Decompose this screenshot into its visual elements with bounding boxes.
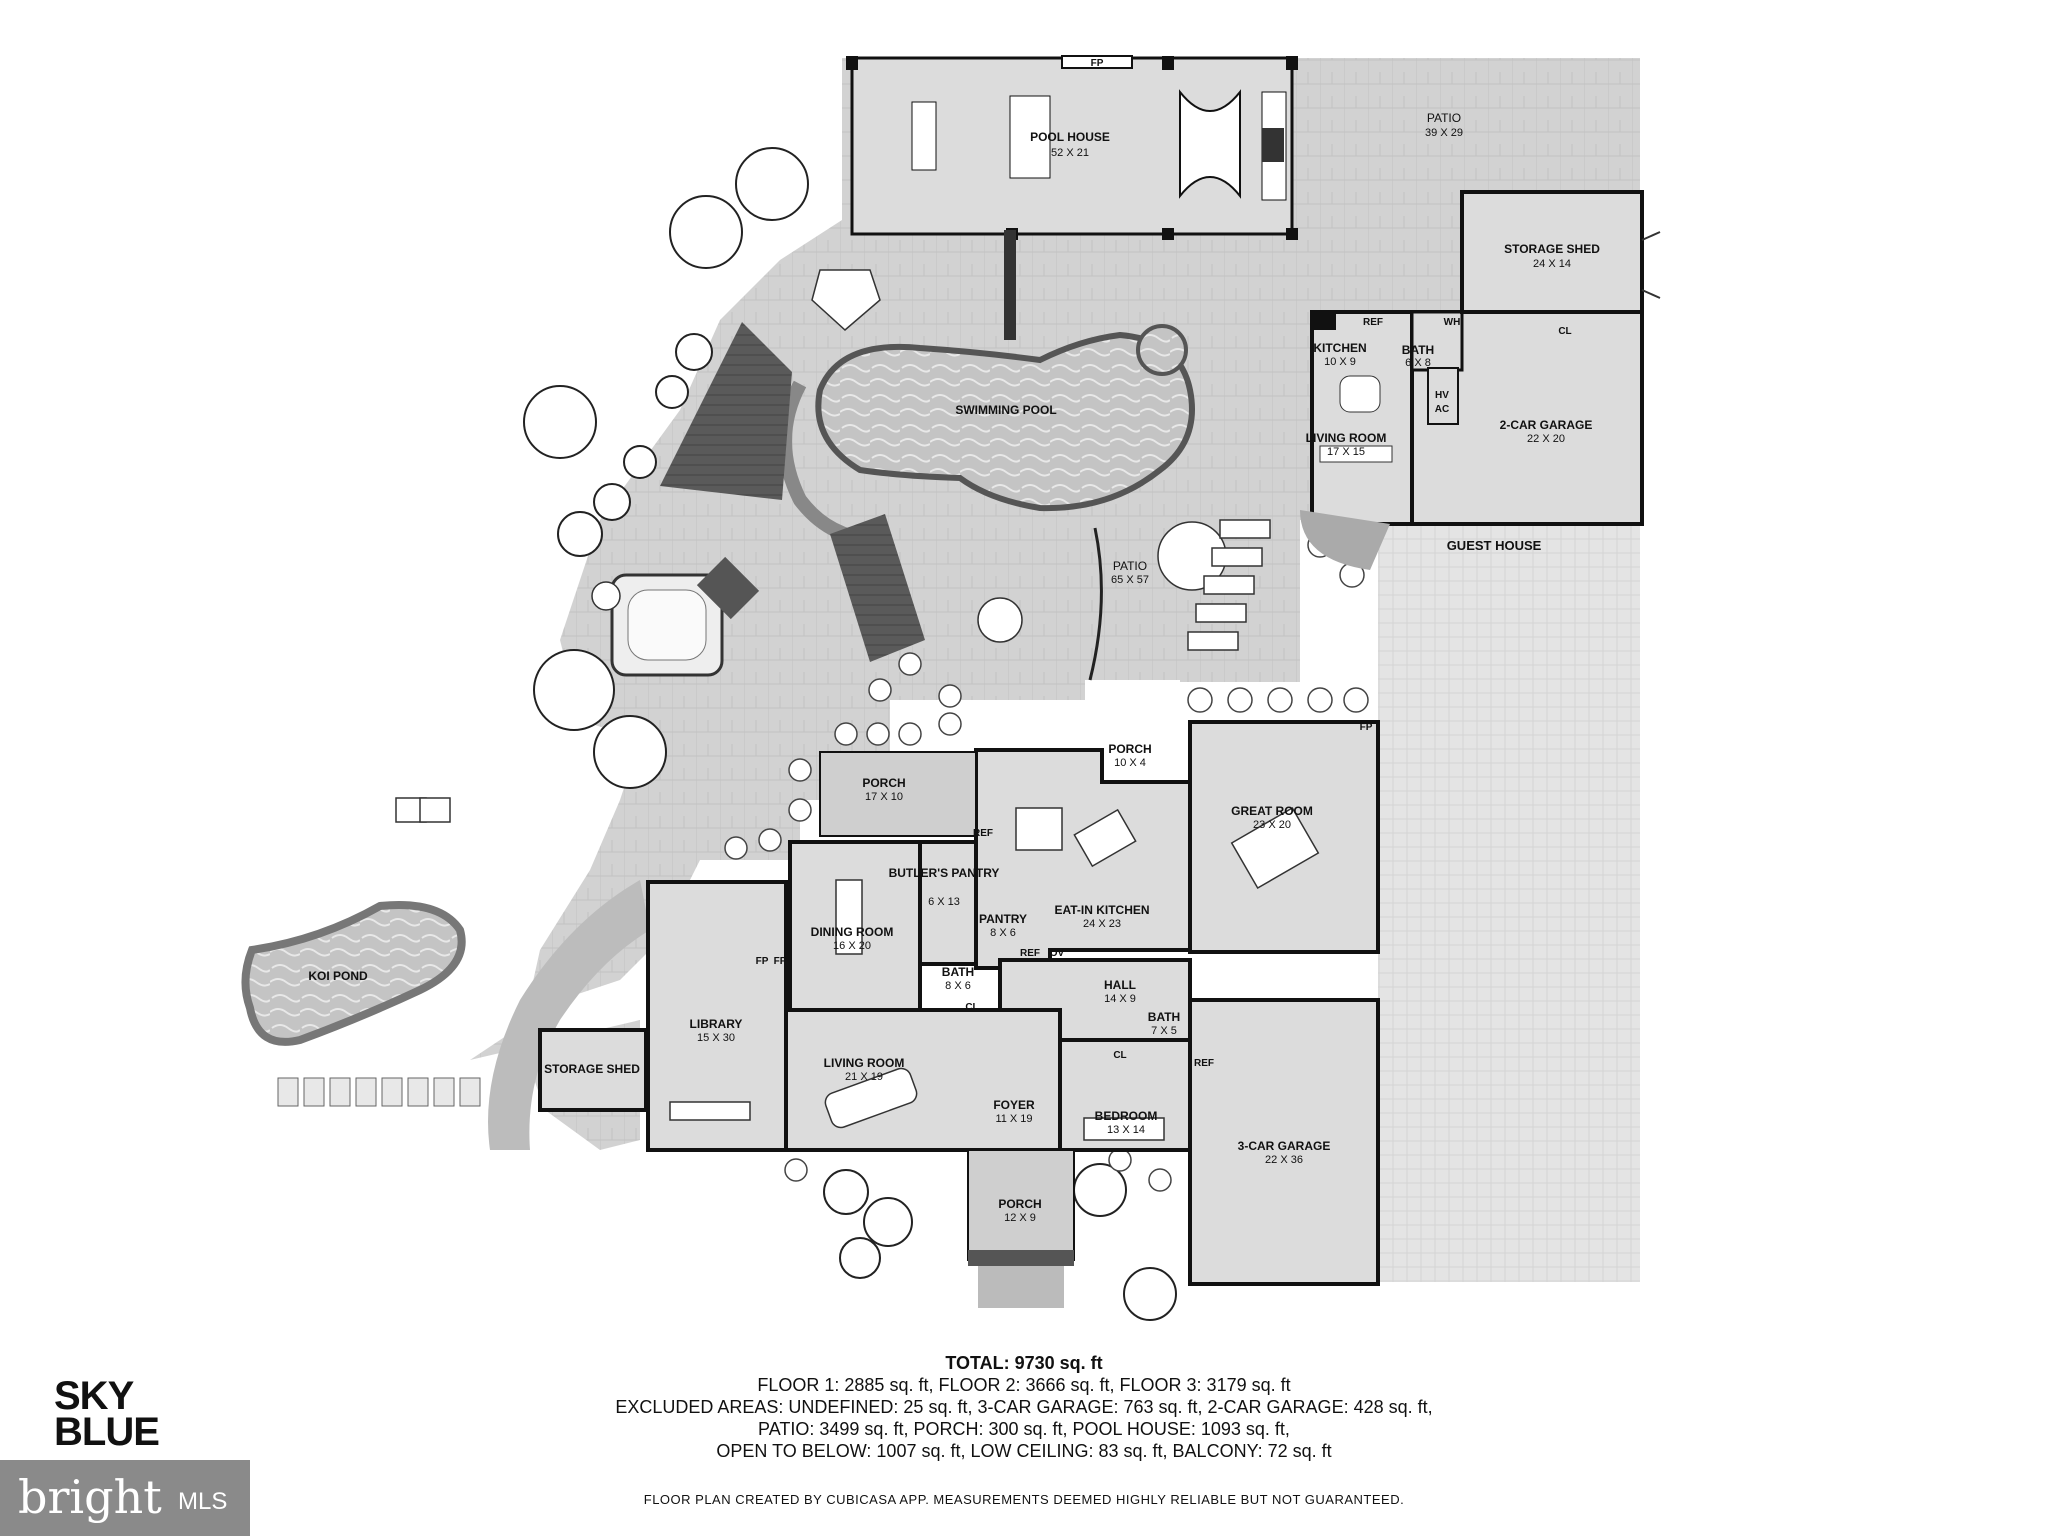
dim-butlers-pantry: 6 X 13: [928, 896, 960, 908]
tag-fp-living: FP: [774, 956, 787, 967]
dim-patio-mid: 65 X 57: [1111, 574, 1149, 586]
logo-sky-word: SKY: [54, 1374, 134, 1418]
hot-tub: [610, 556, 760, 677]
tag-cl-bedroom: CL: [1113, 1050, 1126, 1061]
tag-fp-library: FP: [756, 956, 769, 967]
label-porch-small: PORCH: [1108, 742, 1151, 756]
trees: [523, 147, 1177, 1321]
interior-furniture: [669, 806, 1320, 1141]
dim-pool-house: 52 X 21: [1051, 147, 1089, 159]
label-porch-front: PORCH: [998, 1197, 1041, 1211]
patio-furniture: [395, 269, 1271, 823]
dim-bedroom: 13 X 14: [1107, 1124, 1145, 1136]
sky-blue-logo: SKY BLUE: [54, 1374, 160, 1454]
dim-garage2: 22 X 20: [1527, 433, 1565, 445]
decks: [660, 322, 925, 662]
label-koi-pond: KOI POND: [308, 969, 368, 983]
label-great-room: GREAT ROOM: [1231, 804, 1313, 818]
tag-hv-gh: HV: [1435, 390, 1449, 401]
dim-foyer: 11 X 19: [995, 1113, 1032, 1125]
total-line-patio: PATIO: 3499 sq. ft, PORCH: 300 sq. ft, P…: [758, 1419, 1290, 1439]
tag-fp-pool-house: FP: [1091, 58, 1104, 69]
dim-storage-shed-top: 24 X 14: [1533, 258, 1571, 270]
label-pantry: PANTRY: [979, 912, 1027, 926]
label-pool-house: POOL HOUSE: [1030, 130, 1110, 144]
dim-porch-front: 12 X 9: [1004, 1212, 1036, 1224]
total-line-open: OPEN TO BELOW: 1007 sq. ft, LOW CEILING:…: [716, 1441, 1332, 1461]
dim-patio-top: 39 X 29: [1425, 127, 1463, 139]
dim-dining-room: 16 X 20: [833, 940, 871, 952]
label-eat-in-kitchen: EAT-IN KITCHEN: [1054, 903, 1149, 917]
logo-mls-word: MLS: [178, 1488, 228, 1515]
dim-bath-gh: 6 X 8: [1405, 357, 1431, 369]
tag-ref-gh: REF: [1363, 317, 1383, 328]
label-porch-main: PORCH: [862, 776, 905, 790]
koi-pond: [241, 901, 481, 1107]
label-living-gh: LIVING ROOM: [1306, 431, 1387, 445]
tag-wh-gh: WH: [1444, 317, 1461, 328]
label-dining-room: DINING ROOM: [811, 925, 894, 939]
dim-pantry: 8 X 6: [990, 927, 1016, 939]
total-line-excluded: EXCLUDED AREAS: UNDEFINED: 25 sq. ft, 3-…: [615, 1397, 1433, 1417]
pool-house: [846, 55, 1298, 340]
label-hall: HALL: [1104, 978, 1136, 992]
dim-porch-small: 10 X 4: [1114, 757, 1146, 769]
logo-bright-word: bright: [18, 1470, 162, 1524]
dim-hall: 14 X 9: [1104, 993, 1136, 1005]
logo-blue-word: BLUE: [54, 1410, 160, 1454]
dim-great-room: 23 X 20: [1253, 819, 1291, 831]
label-foyer: FOYER: [993, 1098, 1035, 1112]
total-line-floors: FLOOR 1: 2885 sq. ft, FLOOR 2: 3666 sq. …: [757, 1375, 1291, 1395]
label-storage-shed-top: STORAGE SHED: [1504, 242, 1600, 256]
label-guest-house: GUEST HOUSE: [1447, 538, 1542, 553]
label-bedroom: BEDROOM: [1095, 1109, 1158, 1123]
bright-mls-logo: bright MLS: [0, 1460, 250, 1536]
label-butlers-pantry: BUTLER'S PANTRY: [889, 866, 1000, 880]
area-totals: TOTAL: 9730 sq. ft FLOOR 1: 2885 sq. ft,…: [0, 1352, 2048, 1462]
tag-cl-gh: CL: [1558, 326, 1571, 337]
label-bath-gh: BATH: [1402, 343, 1434, 357]
label-kitchen-gh: KITCHEN: [1313, 341, 1366, 355]
label-garage2: 2-CAR GARAGE: [1500, 418, 1593, 432]
dim-living-room: 21 X 19: [845, 1071, 883, 1083]
disclaimer: FLOOR PLAN CREATED BY CUBICASA APP. MEAS…: [643, 1492, 1405, 1507]
dim-living-gh: 17 X 15: [1327, 446, 1365, 458]
label-library: LIBRARY: [690, 1017, 743, 1031]
tag-ref-kitchen: REF: [973, 828, 993, 839]
tag-ac-gh: AC: [1435, 404, 1449, 415]
dim-garage3: 22 X 36: [1265, 1154, 1303, 1166]
dim-kitchen-gh: 10 X 9: [1324, 356, 1356, 368]
label-bath-main: BATH: [942, 965, 974, 979]
dim-bath-main: 8 X 6: [945, 980, 971, 992]
dim-bath-small: 7 X 5: [1151, 1025, 1177, 1037]
label-bath-small: BATH: [1148, 1010, 1180, 1024]
room-labels: POOL HOUSE 52 X 21 FP PATIO 39 X 29 STOR…: [308, 58, 1600, 1224]
tag-ref-garage: REF: [1194, 1058, 1214, 1069]
label-patio-mid: PATIO: [1113, 559, 1147, 573]
label-swimming-pool: SWIMMING POOL: [955, 403, 1056, 417]
dim-porch-main: 17 X 10: [865, 791, 903, 803]
tag-ov: OV: [1050, 948, 1065, 959]
total-area: TOTAL: 9730 sq. ft: [945, 1353, 1103, 1373]
tag-ref-pantry: REF: [1020, 948, 1040, 959]
label-living-room: LIVING ROOM: [824, 1056, 905, 1070]
storage-shed-top: [1460, 190, 1661, 314]
label-patio-top: PATIO: [1427, 111, 1461, 125]
tag-cl-main: CL: [965, 1002, 978, 1013]
dim-eat-in-kitchen: 24 X 23: [1083, 918, 1121, 930]
tag-fp-great-room: FP: [1360, 722, 1373, 733]
label-storage-shed-left: STORAGE SHED: [544, 1062, 640, 1076]
label-garage3: 3-CAR GARAGE: [1238, 1139, 1331, 1153]
dim-library: 15 X 30: [697, 1032, 735, 1044]
